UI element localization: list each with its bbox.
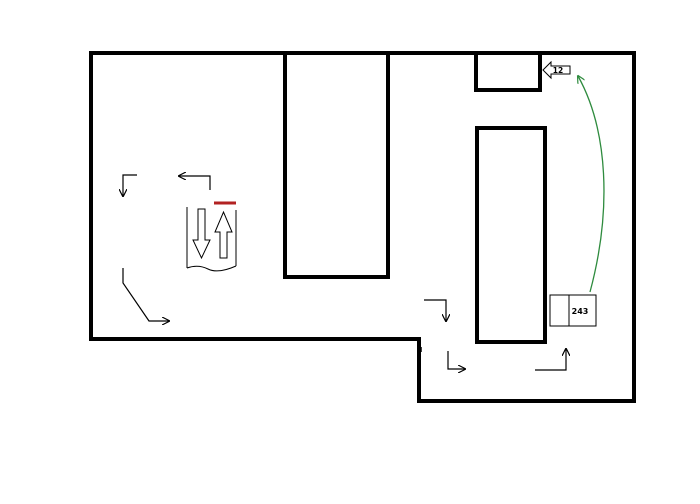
box-243-label: 243 [572,307,589,316]
turn-arrow-icon [123,175,566,370]
box-243[interactable]: 243 [549,294,597,327]
central-block [283,51,390,279]
up-down-arrows-icon [186,207,237,272]
outer-wall [89,51,636,403]
curved-route-arrow-icon [578,76,605,293]
top-small-block [474,51,542,92]
left-arrow-icon [542,60,571,80]
box-12[interactable]: 12 [542,60,571,80]
box-12-label: 12 [553,66,563,75]
right-block [475,126,547,344]
